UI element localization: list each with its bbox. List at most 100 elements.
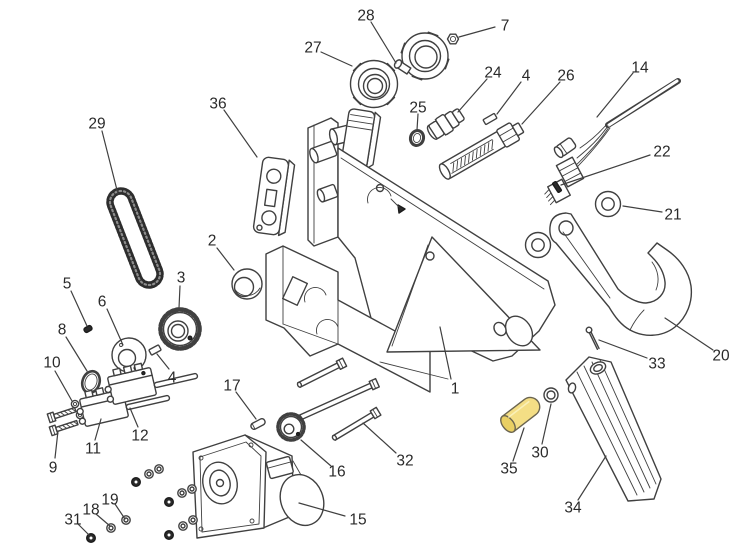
callout-leader-12 (129, 407, 139, 428)
part-9-screws (46, 406, 79, 437)
callout-label-5: 5 (63, 276, 72, 293)
callout-label-25: 25 (409, 100, 426, 117)
callout-leader-24 (457, 78, 488, 113)
callout-label-24: 24 (484, 65, 502, 82)
callout-leader-4 (496, 81, 522, 115)
part-24-coupling (426, 108, 465, 140)
callout-label-6: 6 (98, 294, 107, 311)
callout-leader-6 (106, 308, 124, 346)
part-25-snap-ring (408, 129, 426, 147)
callout-label-11: 11 (85, 441, 101, 458)
callout-label-3: 3 (177, 270, 186, 287)
callout-label-21: 21 (664, 207, 681, 224)
part-20-hook-arm (549, 212, 693, 336)
callout-leader-14 (596, 72, 634, 118)
callout-label-31: 31 (64, 512, 81, 529)
callout-label-30: 30 (531, 445, 549, 462)
callout-leader-9 (54, 430, 59, 459)
part-5-set-screw (83, 324, 93, 334)
callout-leader-35 (512, 427, 525, 462)
callout-leader-7 (458, 26, 496, 38)
callout-label-10: 10 (43, 355, 61, 372)
part-29-roller-chain (106, 187, 164, 289)
part-3-sprocket-large (158, 307, 202, 351)
callout-leader-30 (541, 403, 552, 445)
callout-label-7: 7 (501, 18, 510, 35)
callout-label-20: 20 (712, 348, 730, 365)
part-34-pivot-arm (565, 356, 662, 502)
callout-label-18: 18 (82, 502, 99, 519)
callout-leader-1 (439, 326, 452, 380)
callout-label-34: 34 (564, 500, 582, 517)
callout-leader-28 (370, 21, 397, 64)
part-28-flange (400, 31, 450, 81)
callout-label-2: 2 (208, 233, 217, 250)
callout-leader-20 (664, 317, 714, 351)
callout-leader-2 (216, 247, 235, 271)
callout-leader-4 (156, 353, 170, 370)
callout-label-28: 28 (357, 8, 374, 25)
callout-leader-34 (577, 455, 607, 501)
part-7-nut (446, 33, 460, 45)
part-4-key-lower (148, 344, 162, 356)
callout-leader-5 (70, 290, 88, 327)
part-33-cotter-pin (585, 326, 600, 350)
part-17-key (250, 418, 266, 430)
callout-label-8: 8 (58, 322, 67, 339)
part-30-washer (543, 387, 559, 403)
part-27-flange-bearing (349, 59, 399, 109)
callout-label-35: 35 (500, 461, 517, 478)
fastener-set (130, 464, 198, 540)
callout-label-15: 15 (349, 512, 366, 529)
callout-label-19: 19 (101, 492, 118, 509)
part-22-roll-pin (552, 180, 562, 194)
callout-leader-3 (178, 285, 181, 309)
callout-leader-32 (362, 422, 397, 454)
part-4-key-upper (482, 112, 498, 126)
part-1-main-frame (265, 108, 556, 393)
callout-label-14: 14 (631, 60, 649, 77)
callout-label-12: 12 (131, 428, 148, 445)
part-15-gearmotor (192, 434, 325, 539)
callout-label-29: 29 (88, 116, 105, 133)
callout-leader-19 (114, 503, 126, 520)
callout-label-4: 4 (168, 370, 177, 387)
callout-leader-16 (300, 439, 332, 467)
callout-leader-22 (560, 154, 651, 186)
callout-leader-36 (223, 109, 258, 158)
callout-label-4: 4 (522, 68, 531, 85)
callout-label-27: 27 (304, 40, 321, 57)
part-21-washer (594, 190, 622, 218)
callout-leader-21 (622, 205, 663, 213)
callout-label-1: 1 (451, 381, 460, 398)
callout-label-17: 17 (223, 378, 240, 395)
callout-leader-27 (320, 51, 353, 67)
part-36-mount-pad (252, 156, 296, 237)
callout-leader-8 (65, 336, 88, 372)
callout-leader-33 (598, 339, 648, 359)
part-2-bushing (231, 268, 263, 300)
callout-leader-15 (298, 502, 346, 517)
callout-label-26: 26 (557, 68, 574, 85)
callout-leader-17 (235, 391, 257, 420)
callout-label-22: 22 (653, 144, 670, 161)
callout-leader-31 (77, 523, 90, 536)
part-16-sprocket-small (276, 412, 306, 442)
callout-label-9: 9 (49, 460, 58, 477)
callout-label-36: 36 (209, 96, 226, 113)
frame-bumper-pad (340, 108, 382, 170)
callout-leader-25 (416, 113, 419, 131)
callout-leader-26 (521, 81, 561, 125)
callout-leader-10 (54, 370, 73, 402)
part-31-locknut (85, 533, 97, 543)
washer (524, 231, 552, 259)
callout-leader-29 (101, 130, 119, 195)
callout-leader-18 (95, 513, 111, 527)
callout-leader-11 (94, 418, 102, 441)
part-35-clevis-pin (500, 396, 541, 433)
callout-layer: 1234456789101112141516171819202122242526… (43, 8, 730, 536)
callout-label-16: 16 (328, 464, 345, 481)
callout-label-32: 32 (396, 453, 413, 470)
